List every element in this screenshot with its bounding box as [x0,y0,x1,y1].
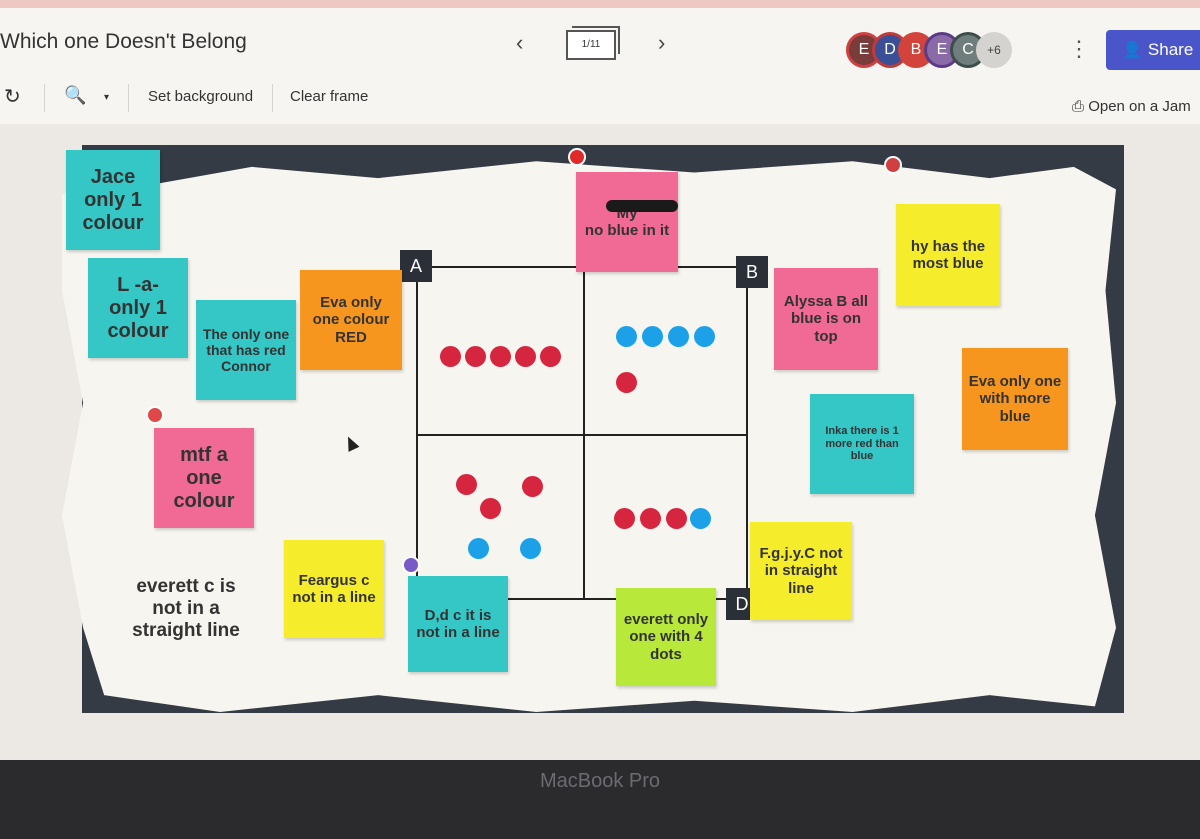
red-dot-d [640,508,661,529]
red-dot-c [456,474,477,495]
sticky-note-mtf[interactable]: mtf a one colour [154,428,254,528]
sticky-note-dd[interactable]: D,d c it is not in a line [408,576,508,672]
zoom-dropdown-icon[interactable]: ▾ [104,92,110,103]
more-options-icon[interactable]: ⋮ [1068,36,1090,61]
blue-dot-c [520,538,541,559]
collaborator-pin [884,156,902,174]
red-dot-d [666,508,687,529]
divider [44,84,45,112]
blue-dot-b [642,326,663,347]
sticky-note-eva-blue[interactable]: Eva only one with more blue [962,348,1068,450]
red-dot-c [522,476,543,497]
grid-horizontal-line [418,434,746,436]
open-on-label: Open on a Jam [1088,98,1191,115]
grid-label-a: A [400,250,432,282]
red-dot-a [440,346,461,367]
open-on-jamboard-button[interactable]: ⎙ Open on a Jam [1072,98,1191,115]
collaborator-avatar[interactable]: D [872,32,908,68]
more-collaborators-badge[interactable]: +6 [976,32,1012,68]
quadrant-grid [416,266,748,600]
sticky-note-connor[interactable]: The only one that has red Connor [196,300,296,400]
zoom-icon[interactable]: 🔍 [64,85,87,105]
sticky-note-jace[interactable]: Jace only 1 colour [66,150,160,250]
macbook-label: MacBook Pro [539,770,661,792]
grid-vertical-line [583,268,585,598]
person-icon: 👤 [1122,42,1142,59]
red-dot-a [515,346,536,367]
redo-icon[interactable]: ↻ [4,86,21,108]
prev-frame-icon[interactable]: ‹ [516,30,524,55]
present-icon: ⎙ [1072,98,1085,115]
blue-dot-c [468,538,489,559]
set-background-button[interactable]: Set background [148,88,254,105]
toolbar: ↻ 🔍 ▾ Set background Clear frame [0,78,1200,122]
collaborator-pin-m [146,406,164,424]
grid-label-b: B [736,256,768,288]
sticky-note-eva-red[interactable]: Eva only one colour RED [300,270,402,370]
red-dot-a [465,346,486,367]
sticky-note-fgjyc[interactable]: F.g.j.y.C not in straight line [750,522,852,620]
document-title[interactable]: Which one Doesn't Belong [0,30,247,53]
sticky-note-feargus[interactable]: Feargus c not in a line [284,540,384,638]
red-dot-a [490,346,511,367]
share-button[interactable]: 👤 Share [1106,30,1200,70]
collaborator-pin [568,148,586,166]
sticky-note-la[interactable]: L -a- only 1 colour [88,258,188,358]
clear-frame-button[interactable]: Clear frame [290,88,369,105]
blue-dot-d [690,508,711,529]
sticky-note-alyssa[interactable]: Alyssa B all blue is on top [774,268,878,370]
sticky-note-hy[interactable]: hy has the most blue [896,204,1000,306]
sticky-note-inka[interactable]: Inka there is 1 more red than blue [810,394,914,494]
next-frame-icon[interactable]: › [658,30,666,55]
blue-dot-b [694,326,715,347]
divider [272,84,273,112]
red-dot-b [616,372,637,393]
share-label: Share [1147,40,1194,59]
red-dot-a [540,346,561,367]
red-dot-d [614,508,635,529]
text-box-everett[interactable]: everett c is not in a straight line [132,576,240,641]
browser-strip [0,0,1200,8]
red-dot-c [480,498,501,519]
sticky-note-everett-dots[interactable]: everett only one with 4 dots [616,588,716,686]
redaction-mark [606,200,678,212]
blue-dot-b [668,326,689,347]
laptop-bezel [0,760,1200,839]
frame-counter[interactable]: 1/11 [566,26,620,60]
divider [128,84,129,112]
collaborator-pin-d [402,556,420,574]
sticky-note-no-blue[interactable]: My no blue in it [576,172,678,272]
blue-dot-b [616,326,637,347]
